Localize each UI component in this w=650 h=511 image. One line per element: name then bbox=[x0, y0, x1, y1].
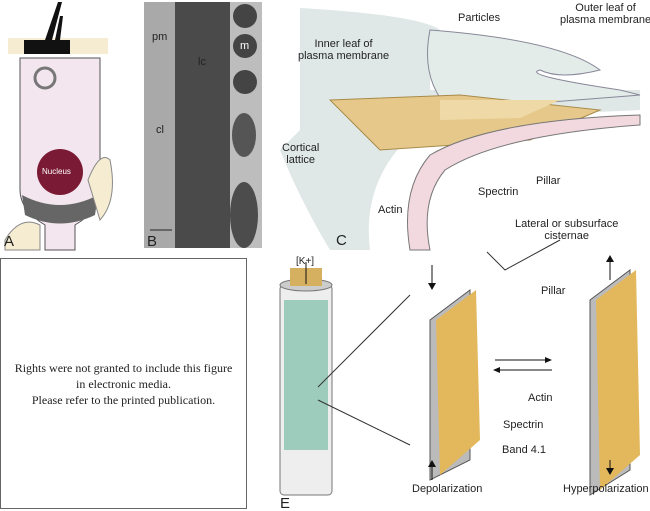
label-pillar: Pillar bbox=[536, 175, 561, 187]
label-e-actin: Actin bbox=[528, 392, 553, 404]
panel-b-letter: B bbox=[147, 233, 158, 250]
label-line: plasma membrane bbox=[298, 50, 390, 62]
label-actin: Actin bbox=[378, 204, 403, 216]
label-hyperpolarization: Hyperpolarization bbox=[563, 483, 649, 495]
panel-b-micrograph bbox=[144, 2, 262, 248]
panel-a-letter: A bbox=[4, 233, 15, 250]
panel-e-letter: E bbox=[280, 495, 291, 511]
label-depolarization: Depolarization bbox=[412, 483, 483, 495]
label-line: Outer leaf of bbox=[575, 2, 636, 14]
rights-notice-box: Rights were not granted to include this … bbox=[0, 258, 247, 509]
label-spectrin: Spectrin bbox=[478, 186, 519, 198]
label-line: Lateral or subsurface bbox=[515, 218, 619, 230]
label-lc: lc bbox=[198, 56, 206, 68]
label-k-ion: [K+] bbox=[296, 256, 315, 267]
label-e-spectrin: Spectrin bbox=[503, 419, 544, 431]
label-pm: pm bbox=[152, 31, 168, 43]
panel-a-hair-cell bbox=[4, 2, 113, 251]
label-line: plasma membrane bbox=[560, 14, 650, 26]
label-particles: Particles bbox=[458, 12, 501, 24]
panel-c-membrane bbox=[280, 8, 641, 251]
nucleus bbox=[37, 149, 83, 195]
rights-notice-line: Rights were not granted to include this … bbox=[14, 360, 233, 375]
rights-notice-line: in electronic media. bbox=[76, 376, 171, 391]
label-line: cisternae bbox=[544, 230, 589, 242]
panel-e-cylinder bbox=[279, 262, 411, 496]
label-line: Cortical bbox=[282, 142, 320, 154]
label-line: Inner leaf of bbox=[314, 38, 373, 50]
depolarized-lattice bbox=[428, 265, 480, 481]
label-e-band41: Band 4.1 bbox=[502, 444, 547, 456]
hyperpolarized-lattice bbox=[589, 255, 640, 496]
label-m: m bbox=[240, 40, 250, 52]
equilibrium-arrows bbox=[493, 357, 552, 373]
rights-notice-line: Please refer to the printed publication. bbox=[31, 392, 216, 407]
label-line: lattice bbox=[286, 154, 316, 166]
label-e-pillar: Pillar bbox=[541, 285, 566, 297]
nucleus-label: Nucleus bbox=[42, 167, 71, 176]
label-cl: cl bbox=[156, 124, 164, 136]
panel-c-letter: C bbox=[336, 232, 347, 249]
